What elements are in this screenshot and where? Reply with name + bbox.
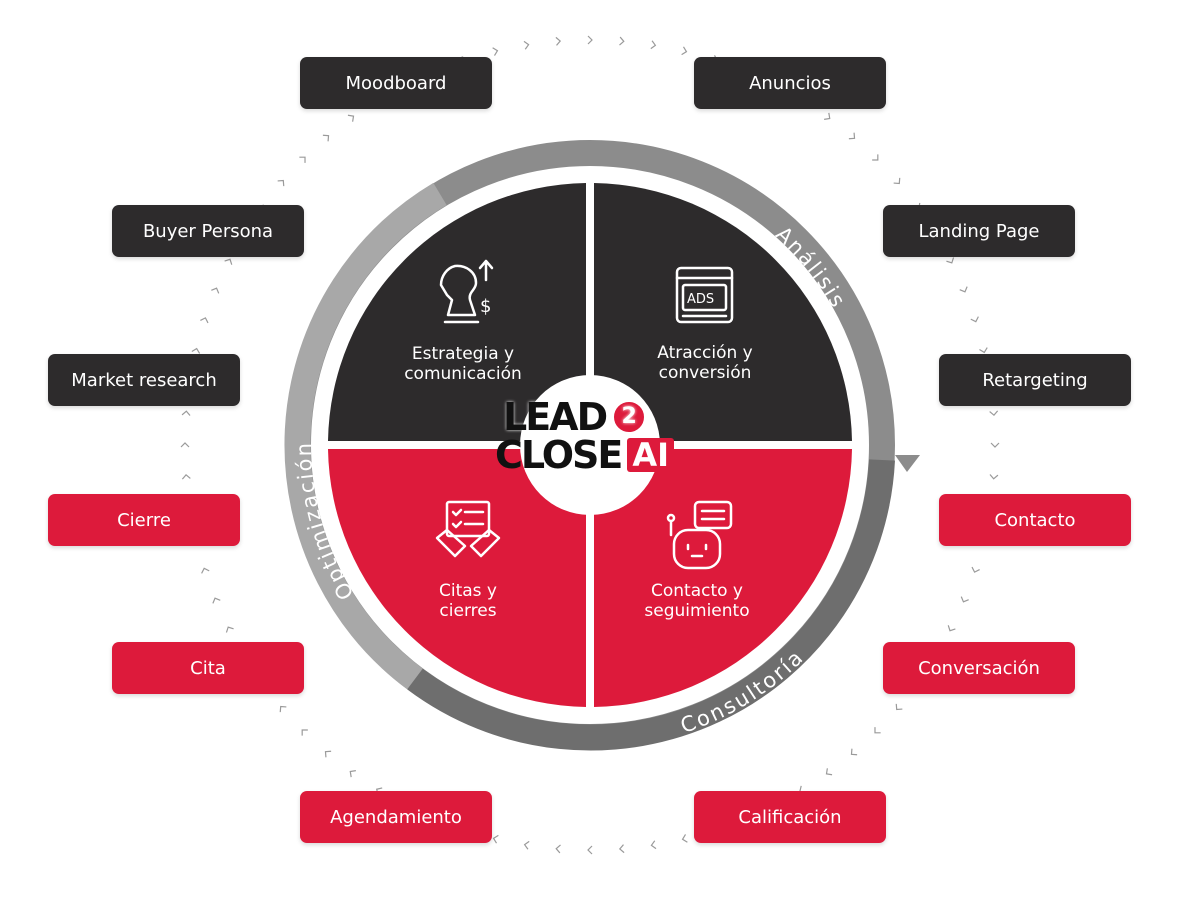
chevron-icon [681,46,688,56]
step-anuncios: Anuncios [694,57,886,109]
chevron-icon [989,410,999,417]
chevron-icon [650,40,657,50]
chevron-icon [523,40,530,50]
chevron-icon [277,179,285,187]
chevron-icon [959,286,968,293]
chevron-icon [225,626,234,633]
chevron-icon [211,287,220,294]
logo-badge: 2 [612,400,647,434]
ring-segment-optimizacion [284,182,447,690]
chevron-icon [970,316,979,323]
chevron-icon [191,347,201,354]
chevron-icon [947,625,956,632]
label-line: comunicación [404,364,522,384]
svg-text:$: $ [480,296,491,317]
step-retargeting: Retargeting [939,354,1131,406]
chess-knight-dollar-icon: $ [439,259,494,324]
ring-segment-consultoria [407,459,895,751]
chevron-icon [324,750,332,758]
label-line: Atracción y [657,343,753,363]
chevron-icon [681,834,688,843]
chatbot-icon [666,500,733,570]
chevron-icon [824,112,831,120]
quadrant-contacto [594,449,852,707]
chevron-icon [279,705,287,713]
chevron-icon [492,834,499,844]
chevron-icon [619,36,625,46]
chevron-icon [946,257,955,264]
chevron-icon [322,134,330,142]
chevron-icon [555,36,562,46]
chevron-icon [850,748,858,756]
label-line: Citas y [439,581,497,601]
label-line: cierres [439,601,497,621]
step-buyer-persona: Buyer Persona [112,205,304,257]
chevron-icon [979,347,988,354]
chevron-icon [872,154,879,161]
handshake-checklist-icon [435,500,501,558]
step-landing-page: Landing Page [883,205,1075,257]
chevron-icon [825,768,833,776]
quadrant-citas [328,449,586,707]
chevron-icon [492,47,499,56]
label-line: seguimiento [644,601,750,621]
chevron-icon [181,473,191,480]
chevron-icon [349,770,356,778]
label-line: Contacto y [650,581,743,601]
label-line: conversión [658,363,752,383]
chevron-icon [200,317,209,324]
chevron-icon [990,442,1000,448]
chevron-icon [201,567,210,574]
chevron-icon [555,844,561,854]
chevron-icon [523,840,530,850]
ads-browser-icon: ADS [675,266,734,324]
chevron-icon [587,35,593,45]
step-moodboard: Moodboard [300,57,492,109]
step-market-research: Market research [48,354,240,406]
chevron-icon [895,703,903,711]
chevron-icon [224,258,233,265]
chevron-icon [989,474,999,480]
svg-text:ADS: ADS [687,292,714,307]
ring-arrowhead [895,455,920,472]
chevron-icon [180,442,190,448]
logo-ai: AI [627,438,675,472]
chevron-icon [347,114,355,122]
logo-close: CLOSE [495,433,623,477]
quadrant-estrategia [328,183,586,441]
chevron-icon [587,845,593,855]
step-agendamiento: Agendamiento [300,791,492,843]
step-calificacion: Calificación [694,791,886,843]
chevron-icon [971,566,980,573]
quadrant-atraccion [594,183,852,441]
step-cierre: Cierre [48,494,240,546]
chevron-icon [848,132,856,140]
logo-lead: LEAD [503,395,608,439]
step-cita: Cita [112,642,304,694]
chevron-icon [299,156,306,163]
chevron-icon [181,410,191,416]
chevron-icon [212,597,221,604]
chevron-icon [301,729,308,736]
chevron-icon [874,727,881,734]
step-contacto: Contacto [939,494,1131,546]
chevron-icon [650,840,657,850]
step-conversacion: Conversación [883,642,1075,694]
chevron-icon [960,596,969,603]
label-line: Estrategia y [411,344,515,364]
chevron-icon [893,177,901,185]
chevron-icon [618,844,625,854]
